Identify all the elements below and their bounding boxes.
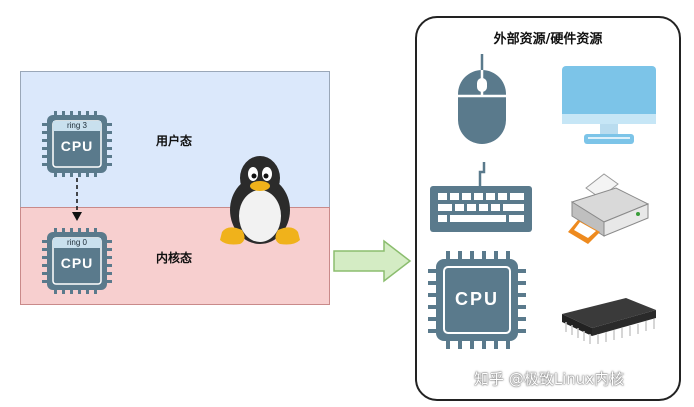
keyboard-icon (430, 162, 532, 232)
hardware-cpu-chip: CPU (428, 251, 526, 349)
cpu-icon (42, 111, 112, 177)
hardware-title: 外部资源/硬件资源 (493, 32, 603, 47)
cpu-kernel-chip: ring 0 CPU (42, 228, 112, 294)
cpu-user-ring-label: ring 3 (66, 121, 87, 130)
printer-icon (568, 173, 650, 244)
user-mode-label: 用户态 (156, 134, 193, 148)
cpu-kernel-ring-label: ring 0 (66, 238, 87, 247)
tux-penguin-icon (220, 156, 300, 245)
cpu-icon (42, 228, 112, 294)
monitor-icon (562, 66, 656, 144)
arrow-right-icon (333, 239, 412, 283)
kernel-mode-label: 内核态 (156, 251, 193, 265)
watermark: 知乎 @极致Linux内核 (474, 370, 625, 388)
cpu-user-name-label: CPU (60, 138, 94, 154)
hardware-cpu-label: CPU (454, 289, 499, 309)
cpu-icon (428, 251, 526, 349)
memory-chip-icon (562, 298, 656, 344)
cpu-kernel-name-label: CPU (60, 255, 94, 271)
transition-arrow (72, 178, 82, 221)
cpu-user-chip: ring 3 CPU (42, 111, 112, 177)
mouse-icon (458, 54, 506, 144)
